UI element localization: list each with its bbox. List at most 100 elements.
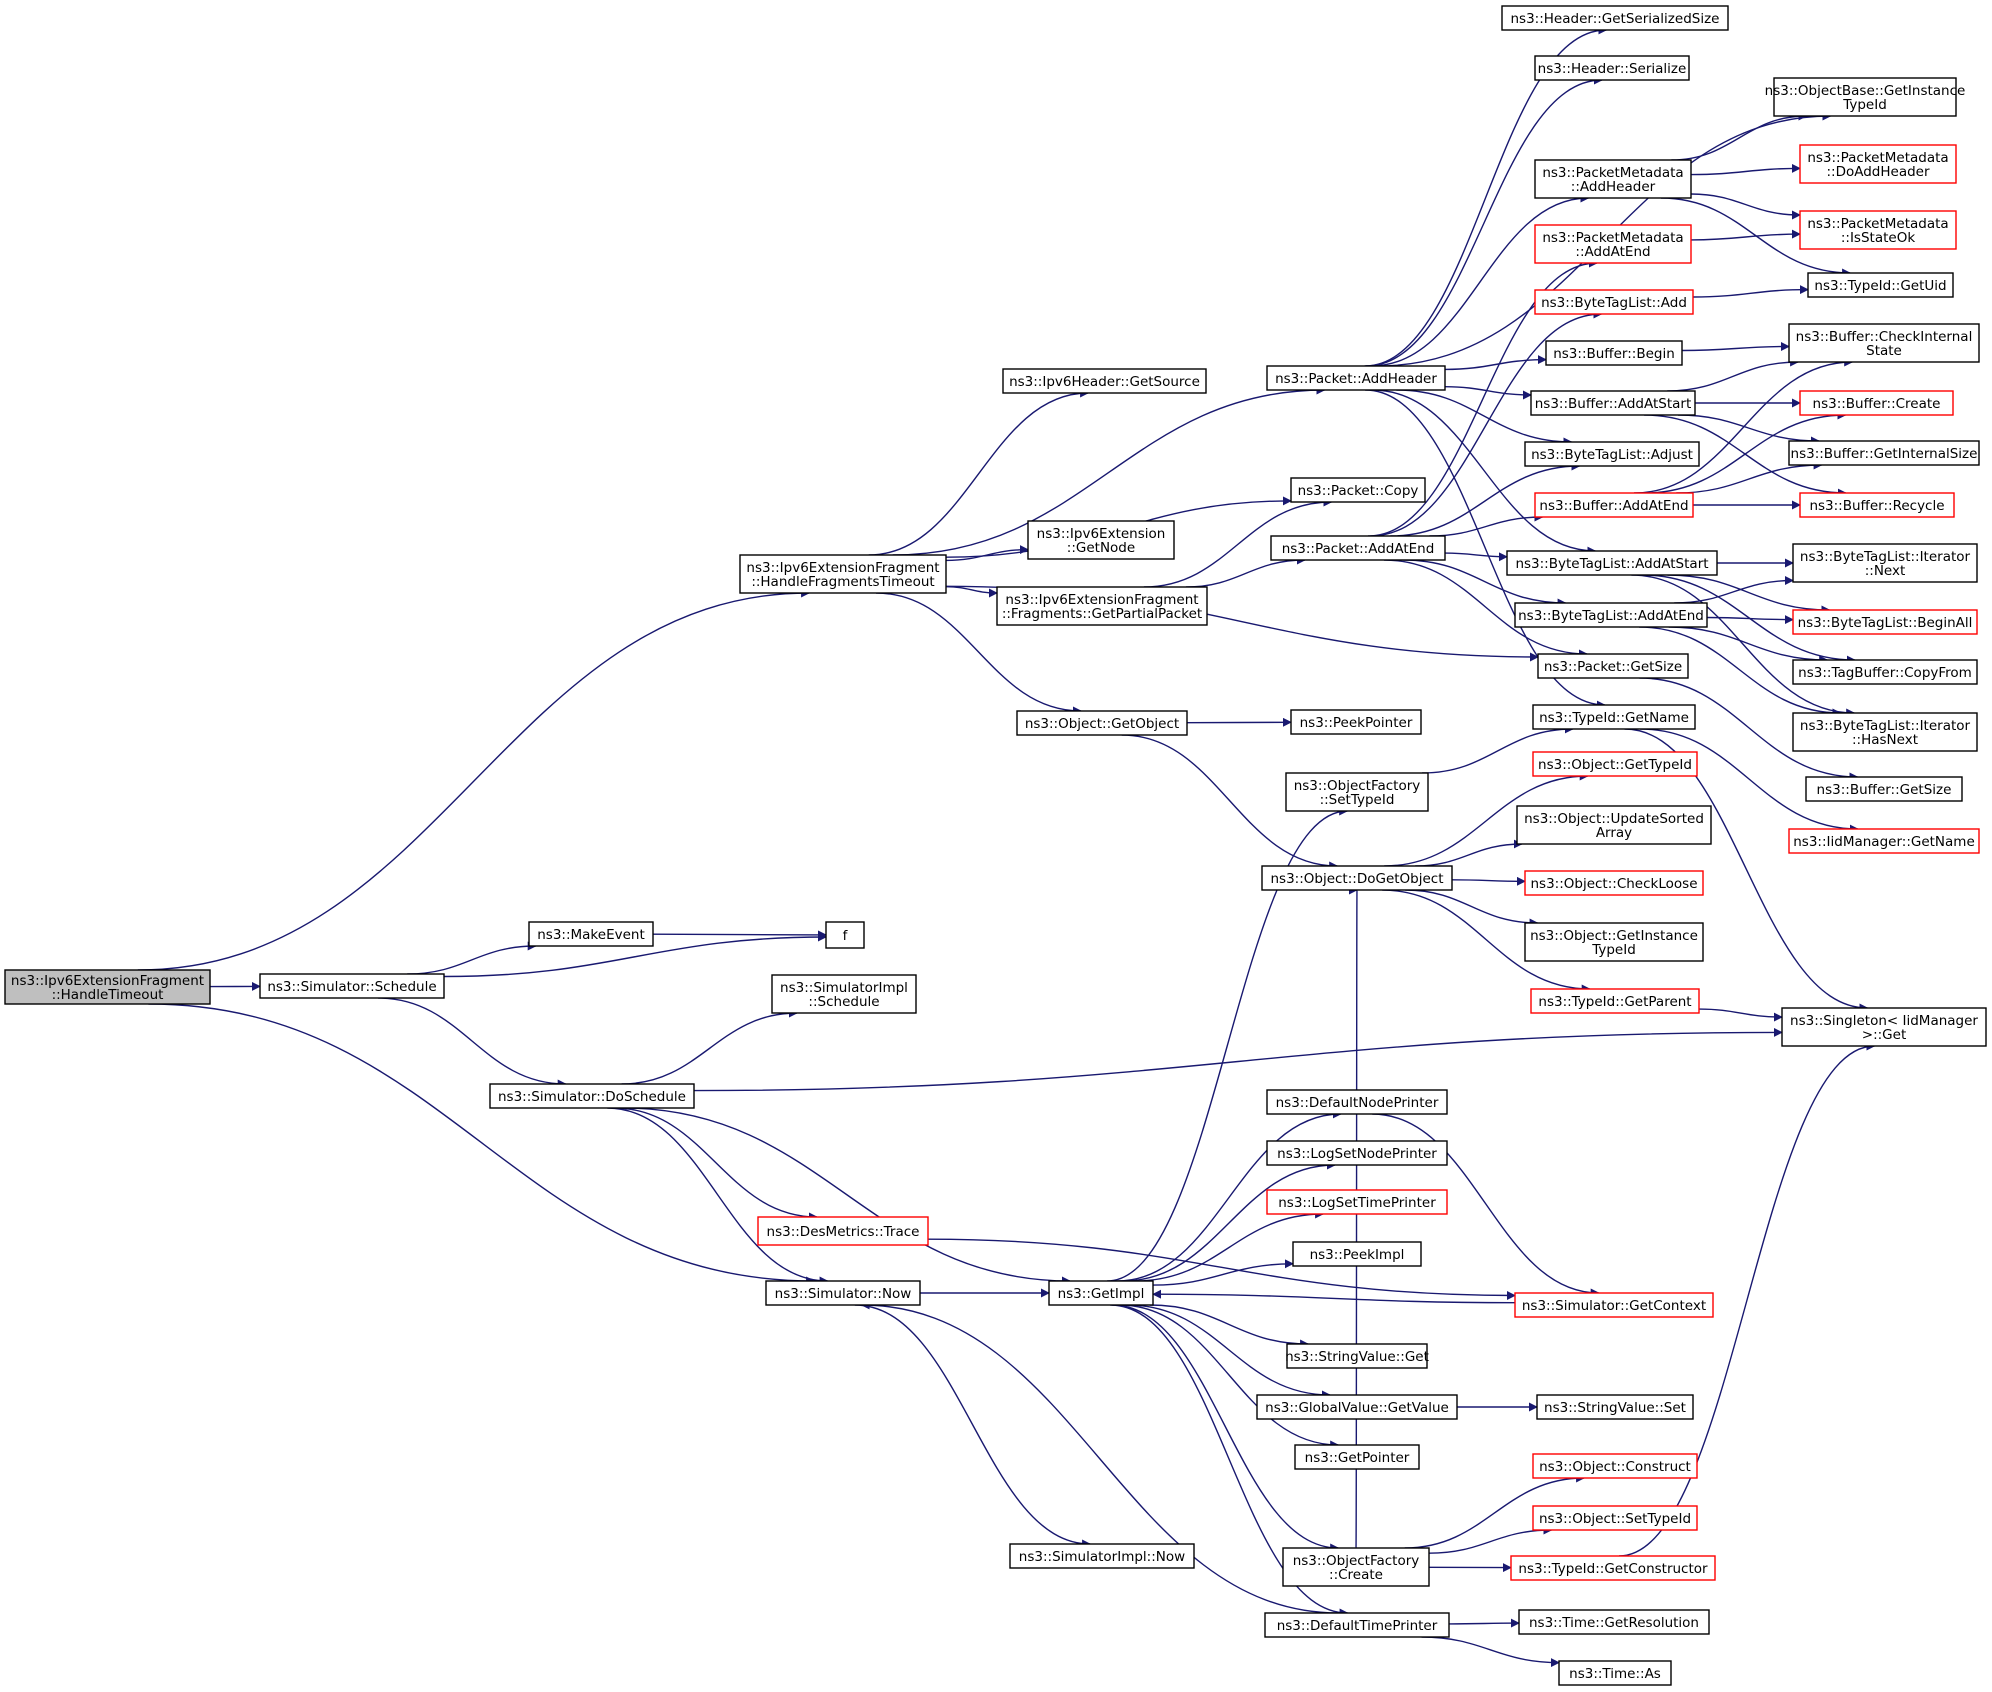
node-box xyxy=(1773,77,1957,117)
node-bufaddatend[interactable]: ns3::Buffer::AddAtEnd xyxy=(1534,492,1694,518)
node-objsettypeid[interactable]: ns3::Object::SetTypeId xyxy=(1532,1505,1698,1531)
node-typeidgetctor[interactable]: ns3::TypeId::GetConstructor xyxy=(1510,1555,1716,1581)
node-btlitnext[interactable]: ns3::ByteTagList::Iterator::Next xyxy=(1792,543,1978,583)
node-now[interactable]: ns3::Simulator::Now xyxy=(765,1280,921,1306)
node-box xyxy=(1558,1660,1672,1686)
node-btladdatstart[interactable]: ns3::ByteTagList::AddAtStart xyxy=(1506,550,1718,576)
call-edge xyxy=(1372,1113,1600,1298)
node-getpartial[interactable]: ns3::Ipv6ExtensionFragment::Fragments::G… xyxy=(996,586,1208,626)
node-logsetnode[interactable]: ns3::LogSetNodePrinter xyxy=(1266,1140,1448,1166)
node-btlithasnext[interactable]: ns3::ByteTagList::Iterator::HasNext xyxy=(1792,712,1978,752)
node-hft[interactable]: ns3::Ipv6ExtensionFragment::HandleFragme… xyxy=(739,554,947,594)
call-edge xyxy=(860,1300,1339,1614)
node-box xyxy=(757,1216,929,1246)
node-box xyxy=(1524,922,1704,962)
node-pmaddatend[interactable]: ns3::PacketMetadata::AddAtEnd xyxy=(1534,224,1692,264)
node-typeidgetname[interactable]: ns3::TypeId::GetName xyxy=(1532,704,1696,730)
node-label: ns3::TypeId::GetParent xyxy=(1538,994,1691,1010)
node-simimplsched[interactable]: ns3::SimulatorImpl::Schedule xyxy=(771,974,917,1014)
node-simimplnow[interactable]: ns3::SimulatorImpl::Now xyxy=(1009,1543,1195,1569)
node-label: ns3::Header::Serialize xyxy=(1538,61,1687,77)
node-schedule[interactable]: ns3::Simulator::Schedule xyxy=(259,973,445,999)
node-dogetobject[interactable]: ns3::Object::DoGetObject xyxy=(1261,865,1453,891)
node-hdrgetser[interactable]: ns3::Header::GetSerializedSize xyxy=(1501,5,1729,31)
call-edge xyxy=(1444,355,1547,371)
node-simgetctx[interactable]: ns3::Simulator::GetContext xyxy=(1514,1292,1714,1318)
node-bufgetint[interactable]: ns3::Buffer::GetInternalSize xyxy=(1788,440,1980,466)
node-pktgetsize[interactable]: ns3::Packet::GetSize xyxy=(1537,653,1689,679)
node-ofsettypeid[interactable]: ns3::ObjectFactory::SetTypeId xyxy=(1285,772,1429,812)
node-label: ::DoAddHeader xyxy=(1826,164,1929,180)
node-f[interactable]: f xyxy=(825,921,865,949)
node-box xyxy=(259,973,445,999)
node-label: ns3::Packet::AddHeader xyxy=(1275,371,1437,387)
node-label: ns3::GlobalValue::GetValue xyxy=(1265,1400,1449,1416)
node-iidgetname[interactable]: ns3::IidManager::GetName xyxy=(1788,828,1980,854)
node-timegetres[interactable]: ns3::Time::GetResolution xyxy=(1518,1609,1710,1635)
node-typeidgetparent[interactable]: ns3::TypeId::GetParent xyxy=(1530,988,1700,1014)
node-timeas[interactable]: ns3::Time::As xyxy=(1558,1660,1672,1686)
node-typeidgetuid[interactable]: ns3::TypeId::GetUid xyxy=(1807,272,1954,298)
node-objcheckloose[interactable]: ns3::Object::CheckLoose xyxy=(1524,870,1704,896)
node-logsettime[interactable]: ns3::LogSetTimePrinter xyxy=(1266,1189,1448,1215)
node-bufcreate[interactable]: ns3::Buffer::Create xyxy=(1799,390,1954,416)
node-box xyxy=(4,969,211,1005)
node-objconstruct[interactable]: ns3::Object::Construct xyxy=(1532,1453,1698,1479)
node-makeevent[interactable]: ns3::MakeEvent xyxy=(528,921,654,947)
node-getobject[interactable]: ns3::Object::GetObject xyxy=(1016,710,1188,736)
call-edge xyxy=(1415,839,1523,867)
node-box xyxy=(1792,712,1978,752)
node-bufbegin[interactable]: ns3::Buffer::Begin xyxy=(1545,340,1683,366)
node-ofcreate[interactable]: ns3::ObjectFactory::Create xyxy=(1282,1547,1430,1587)
call-edge xyxy=(1624,728,1869,1013)
node-bufaddatstart[interactable]: ns3::Buffer::AddAtStart xyxy=(1530,390,1696,416)
node-bufrecycle[interactable]: ns3::Buffer::Recycle xyxy=(1799,492,1955,518)
node-box xyxy=(1518,1609,1710,1635)
node-bufgetsize[interactable]: ns3::Buffer::GetSize xyxy=(1805,776,1963,802)
node-pktaddatend[interactable]: ns3::Packet::AddAtEnd xyxy=(1270,535,1446,561)
node-addheader[interactable]: ns3::Packet::AddHeader xyxy=(1266,365,1446,391)
node-box xyxy=(1805,776,1963,802)
node-btladjust[interactable]: ns3::ByteTagList::Adjust xyxy=(1524,441,1700,467)
node-label: ns3::ByteTagList::BeginAll xyxy=(1798,615,1973,631)
node-btladdatend[interactable]: ns3::ByteTagList::AddAtEnd xyxy=(1514,602,1708,628)
node-objgettypeid[interactable]: ns3::Object::GetTypeId xyxy=(1532,751,1698,777)
node-getsource[interactable]: ns3::Ipv6Header::GetSource xyxy=(1002,368,1207,394)
node-getpointer[interactable]: ns3::GetPointer xyxy=(1294,1444,1420,1470)
node-getnode[interactable]: ns3::Ipv6Extension::GetNode xyxy=(1027,520,1175,560)
node-getimpl[interactable]: ns3::GetImpl xyxy=(1048,1280,1154,1306)
call-edge xyxy=(1404,1473,1586,1549)
call-edge xyxy=(1429,512,1544,537)
node-pktcopy[interactable]: ns3::Packet::Copy xyxy=(1290,477,1426,503)
node-pmdoadd[interactable]: ns3::PacketMetadata::DoAddHeader xyxy=(1799,144,1957,184)
node-pmisstate[interactable]: ns3::PacketMetadata::IsStateOk xyxy=(1799,210,1957,250)
node-deftimeprinter[interactable]: ns3::DefaultTimePrinter xyxy=(1264,1612,1450,1638)
node-gvgetvalue[interactable]: ns3::GlobalValue::GetValue xyxy=(1256,1394,1458,1420)
node-pmaddheader[interactable]: ns3::PacketMetadata::AddHeader xyxy=(1534,159,1692,199)
node-defnodeprinter[interactable]: ns3::DefaultNodePrinter xyxy=(1266,1089,1448,1115)
node-label: f xyxy=(843,928,849,944)
node-hdrser[interactable]: ns3::Header::Serialize xyxy=(1534,55,1690,81)
node-strget[interactable]: ns3::StringValue::Get xyxy=(1285,1343,1429,1369)
call-edge xyxy=(945,545,1029,562)
node-root[interactable]: ns3::Ipv6ExtensionFragment::HandleTimeou… xyxy=(4,969,211,1005)
node-btladd[interactable]: ns3::ByteTagList::Add xyxy=(1534,289,1694,315)
node-tagcopy[interactable]: ns3::TagBuffer::CopyFrom xyxy=(1792,659,1978,685)
node-doschedule[interactable]: ns3::Simulator::DoSchedule xyxy=(489,1083,695,1109)
node-peekimpl[interactable]: ns3::PeekImpl xyxy=(1292,1241,1422,1267)
call-edge xyxy=(1451,876,1526,886)
call-edge xyxy=(1639,677,1859,782)
call-edge xyxy=(1631,574,1856,718)
node-label: ns3::Buffer::GetSize xyxy=(1817,782,1952,798)
node-strset[interactable]: ns3::StringValue::Set xyxy=(1536,1394,1694,1420)
node-singleton[interactable]: ns3::Singleton< IidManager>::Get xyxy=(1781,1007,1987,1047)
node-desmetrics[interactable]: ns3::DesMetrics::Trace xyxy=(757,1216,929,1246)
node-peekpointer[interactable]: ns3::PeekPointer xyxy=(1290,709,1422,735)
call-edge xyxy=(614,1107,818,1222)
call-edge xyxy=(1428,1525,1553,1554)
node-btlbeginall[interactable]: ns3::ByteTagList::BeginAll xyxy=(1792,609,1978,635)
